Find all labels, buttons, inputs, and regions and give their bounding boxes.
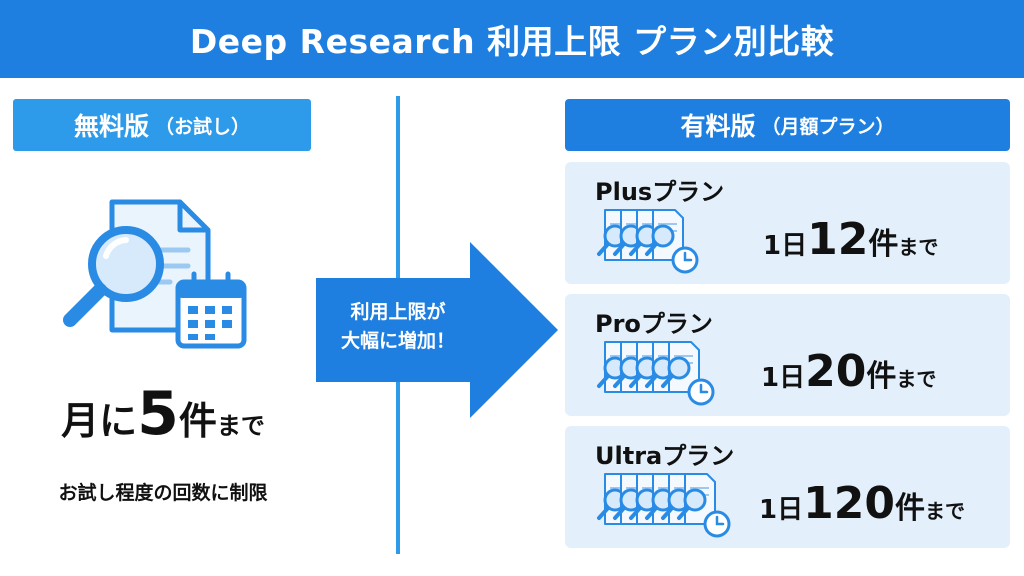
free-plan-header-label: 無料版 [73,112,149,141]
plan-limit-prefix: 1日 [763,231,808,261]
plan-name: Ultraプラン [595,442,735,470]
plan-card-pro: Proプラン 1日 20 件 まで [565,294,1010,416]
plan-card-ultra: Ultraプラン 1日 120 件 まで [565,426,1010,548]
arrow-right-icon [316,242,558,418]
plan-card-plus: Plusプラン 1日 12 件 まで [565,162,1010,284]
plan-limit-number: 12 [807,214,869,265]
free-plan-limit: 月に 5 件 まで [0,384,326,445]
paid-plan-header: 有料版 （月額プラン） [565,99,1010,151]
free-plan-note: お試し程度の回数に制限 [58,482,268,504]
doc-search-icon [661,341,700,393]
plan-limit: 1日 12 件 まで [763,218,938,263]
plan-limit-prefix: 1日 [761,363,806,393]
plan-limit-suffix: まで [896,367,937,391]
plan-limit: 1日 120 件 まで [759,482,965,527]
plan-limit: 1日 20 件 まで [761,350,936,395]
plan-limit-unit: 件 [866,359,897,394]
document-search-clock-icon [597,473,731,538]
paid-plan-header-sublabel: （月額プラン） [761,115,895,138]
document-search-calendar-icon [63,199,247,349]
free-limit-prefix: 月に [61,399,138,443]
title-bar: Deep Research 利用上限 プラン別比較 [0,0,1024,78]
paid-plan-header-label: 有料版 [680,112,756,141]
free-limit-suffix: まで [216,412,265,440]
plan-limit-unit: 件 [868,227,899,262]
plan-limit-unit: 件 [894,491,925,526]
free-limit-unit: 件 [178,399,217,443]
arrow-caption-line2: 大幅に増加！ [340,329,455,352]
document-search-clock-icon [597,341,715,406]
page-title: Deep Research 利用上限 プラン別比較 [189,22,835,61]
plan-limit-suffix: まで [924,499,965,523]
doc-search-icon [677,473,716,525]
free-plan-header: 無料版 （お試し） [13,99,311,151]
clock-icon [671,246,699,274]
arrow-caption-line1: 利用上限が [350,301,446,323]
clock-icon [703,510,731,538]
free-plan-header-sublabel: （お試し） [155,115,251,138]
plan-limit-number: 120 [803,478,895,529]
arrow-caption: 利用上限が 大幅に増加！ [316,298,480,355]
clock-icon [687,378,715,406]
plan-limit-suffix: まで [898,235,939,259]
plan-limit-prefix: 1日 [759,495,804,525]
document-search-clock-icon [597,209,699,274]
doc-search-icon [645,209,684,261]
plan-name: Plusプラン [595,178,725,206]
free-limit-number: 5 [137,379,179,449]
plan-limit-number: 20 [805,346,867,397]
plan-name: Proプラン [595,310,713,338]
